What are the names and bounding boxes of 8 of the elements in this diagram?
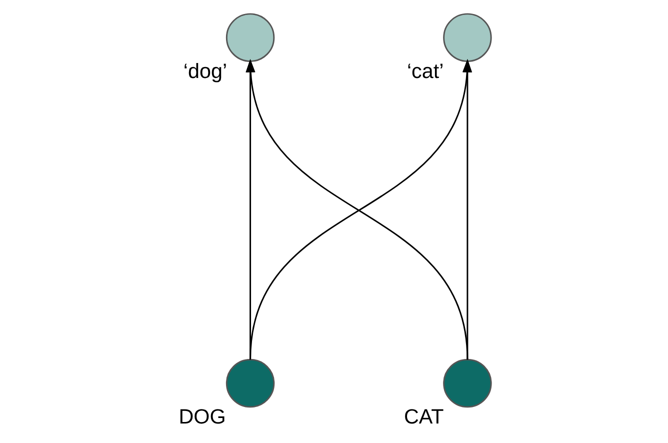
node-label: CAT xyxy=(403,405,444,428)
node-label: DOG xyxy=(178,405,226,428)
node-label: ‘cat’ xyxy=(406,60,444,83)
node-circle xyxy=(225,13,274,62)
node-label: ‘dog’ xyxy=(182,60,227,83)
node-circle xyxy=(442,358,492,408)
node-circle xyxy=(225,358,274,408)
node-circle xyxy=(442,13,492,62)
